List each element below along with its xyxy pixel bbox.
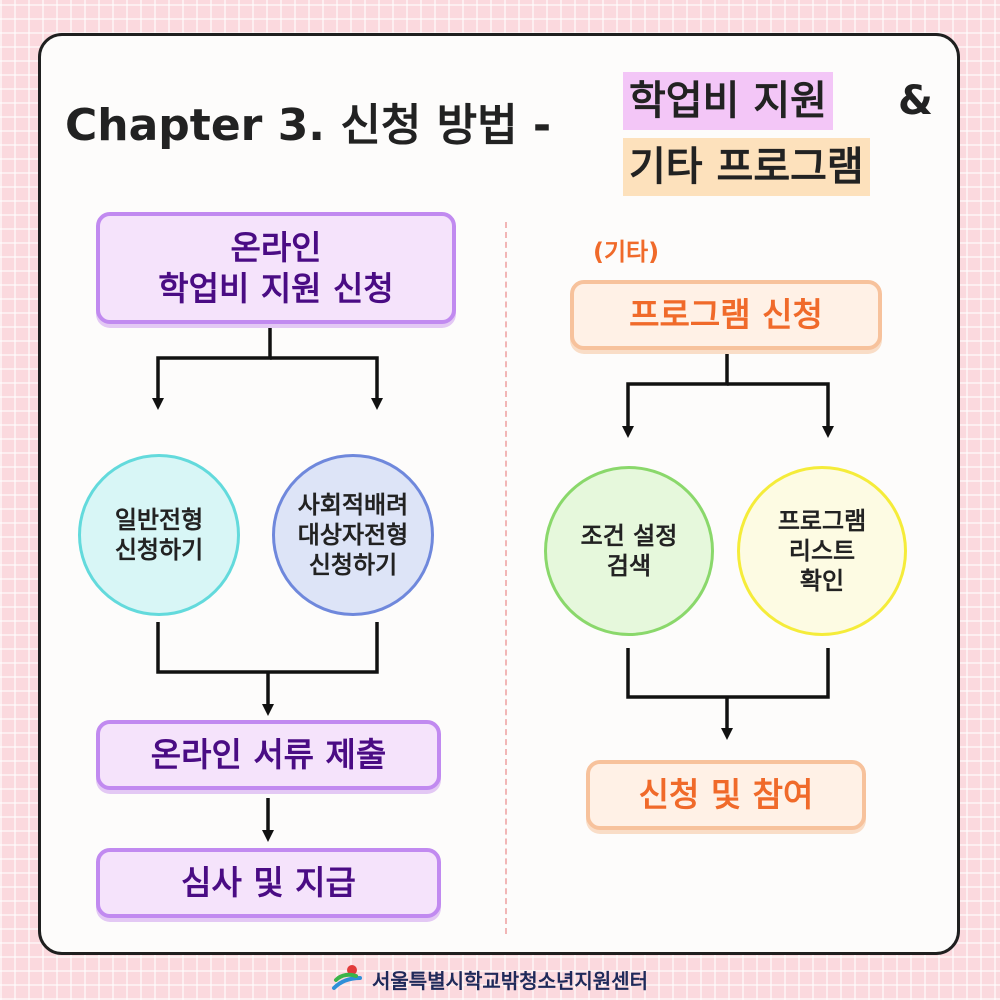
option-social-consideration-track: 사회적배려 대상자전형 신청하기 [272, 454, 434, 616]
merge-line-right [626, 648, 830, 699]
merge-line-left [156, 622, 379, 674]
option-program-list: 프로그램 리스트 확인 [737, 466, 907, 636]
organization-name: 서울특별시학교밖청소년지원센터 [372, 968, 648, 993]
step-review-and-payment: 심사 및 지급 [96, 848, 441, 918]
footer-logo: 서울특별시학교밖청소년지원센터 [330, 962, 648, 996]
other-tag: (기타) [593, 238, 660, 266]
option-conditional-search: 조건 설정 검색 [544, 466, 714, 636]
step-online-document-submission: 온라인 서류 제출 [96, 720, 441, 790]
seoul-logo-icon [332, 965, 362, 990]
title-highlight-tuition: 학업비 지원 [623, 72, 833, 130]
step-program-application: 프로그램 신청 [570, 280, 882, 350]
title-ampersand: & [898, 78, 933, 124]
arrow-to-search [622, 352, 729, 438]
option-search-label: 조건 설정 검색 [580, 522, 678, 580]
page-title: Chapter 3. 신청 방법 - [65, 100, 552, 151]
column-divider [505, 222, 507, 934]
option-social-label: 사회적배려 대상자전형 신청하기 [297, 491, 409, 579]
option-general-label: 일반전형 신청하기 [114, 506, 204, 564]
step-online-tuition-application: 온라인 학업비 지원 신청 [96, 212, 456, 324]
option-general-track: 일반전형 신청하기 [78, 454, 240, 616]
option-list-label: 프로그램 리스트 확인 [777, 507, 867, 595]
title-highlight-programs: 기타 프로그램 [623, 138, 870, 196]
step-apply-and-participate: 신청 및 참여 [586, 760, 866, 830]
arrow-to-general [152, 326, 272, 410]
arrow-to-social [270, 356, 383, 410]
arrow-to-list [727, 382, 834, 438]
